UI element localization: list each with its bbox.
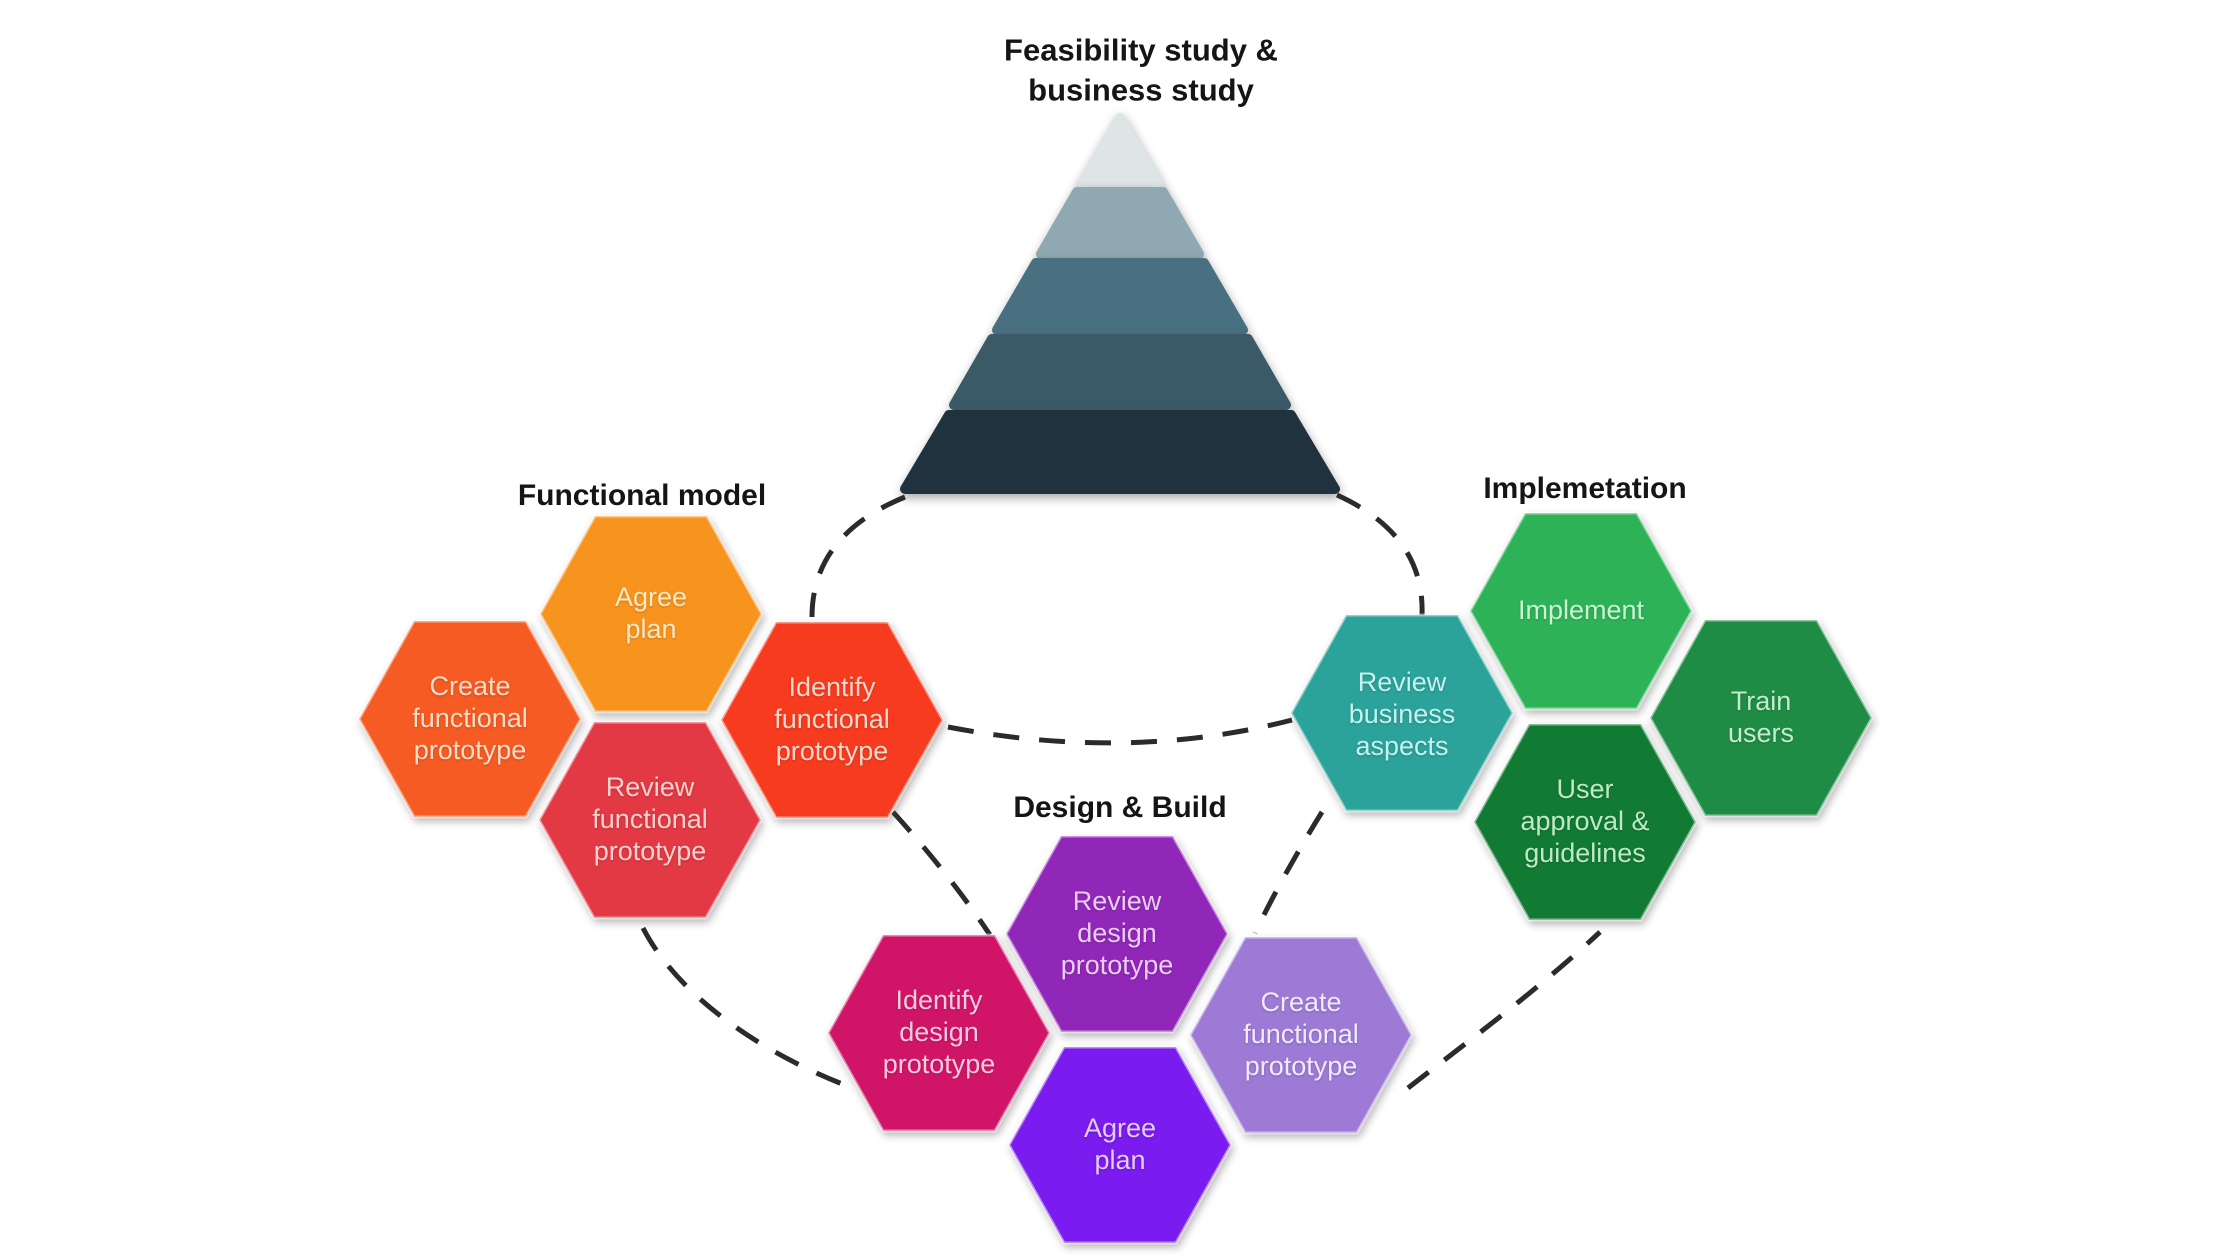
hex-identify-functional-prototype <box>719 620 945 820</box>
connector-arc-implementation-to-design-inner <box>1252 810 1325 935</box>
hex-train-users <box>1648 618 1874 818</box>
hex-agree-plan-design <box>1007 1045 1233 1245</box>
cluster-title-functional-model: Functional model <box>517 479 767 512</box>
hex-review-design-prototype <box>1004 834 1230 1034</box>
connector-arc-pyramid-to-implementation <box>1335 492 1425 616</box>
connector-arc-center-bottom <box>947 717 1293 746</box>
cluster-functional-model <box>357 514 945 920</box>
hex-label-review-design-prototype: Review design prototype <box>1060 886 1174 980</box>
connector-arc-functional-to-design-outer <box>640 926 859 1093</box>
cluster-title-implemetation: Implemetation <box>1483 472 1687 505</box>
pyramid-layer-5 <box>900 410 1340 494</box>
hex-label-review-functional-prototype: Review functional prototype <box>592 772 708 866</box>
hex-label-agree-plan-design: Agree plan <box>1083 1113 1157 1175</box>
connector-arc-design-to-implementation-outer <box>1406 930 1602 1090</box>
hex-label-review-business-aspects: Review business aspects <box>1348 667 1456 761</box>
hex-label-create-functional-prototype: Create functional prototype <box>412 671 528 765</box>
pyramid-layer-2 <box>1036 187 1204 259</box>
hex-create-functional-prototype-design <box>1188 935 1414 1135</box>
pyramid-layer-4 <box>949 334 1291 410</box>
pyramid-layer-3 <box>992 258 1248 335</box>
hex-label-identify-design-prototype: Identify design prototype <box>882 985 996 1079</box>
hex-create-functional-prototype <box>357 619 583 819</box>
hex-label-create-functional-prototype-design: Create functional prototype <box>1243 987 1359 1081</box>
connector-arc-functional-to-design-inner <box>891 810 993 937</box>
cluster-title-design-build: Design & Build <box>1013 791 1227 824</box>
hex-review-functional-prototype <box>537 720 763 920</box>
connector-arc-pyramid-to-functional <box>809 494 906 618</box>
hex-label-implement: Implement <box>1517 595 1645 626</box>
cluster-design-build <box>826 834 1414 1245</box>
hex-label-train-users: Train users <box>1727 686 1795 748</box>
hex-review-business-aspects <box>1289 613 1515 813</box>
pyramid <box>900 113 1340 494</box>
hex-label-identify-functional-prototype: Identify functional prototype <box>774 672 890 766</box>
hex-label-user-approval-guidelines: User approval & guidelines <box>1520 774 1650 868</box>
hex-user-approval-guidelines <box>1472 722 1698 922</box>
cluster-implemetation <box>1289 511 1874 922</box>
hex-identify-design-prototype <box>826 933 1052 1133</box>
pyramid-title: Feasibility study & business study <box>1004 32 1278 107</box>
pyramid-layer-1 <box>1076 113 1164 190</box>
hex-implement <box>1468 511 1694 711</box>
connector-arcs <box>640 492 1602 1093</box>
hex-label-agree-plan-functional: Agree plan <box>614 582 688 644</box>
hex-agree-plan-functional <box>538 514 764 714</box>
